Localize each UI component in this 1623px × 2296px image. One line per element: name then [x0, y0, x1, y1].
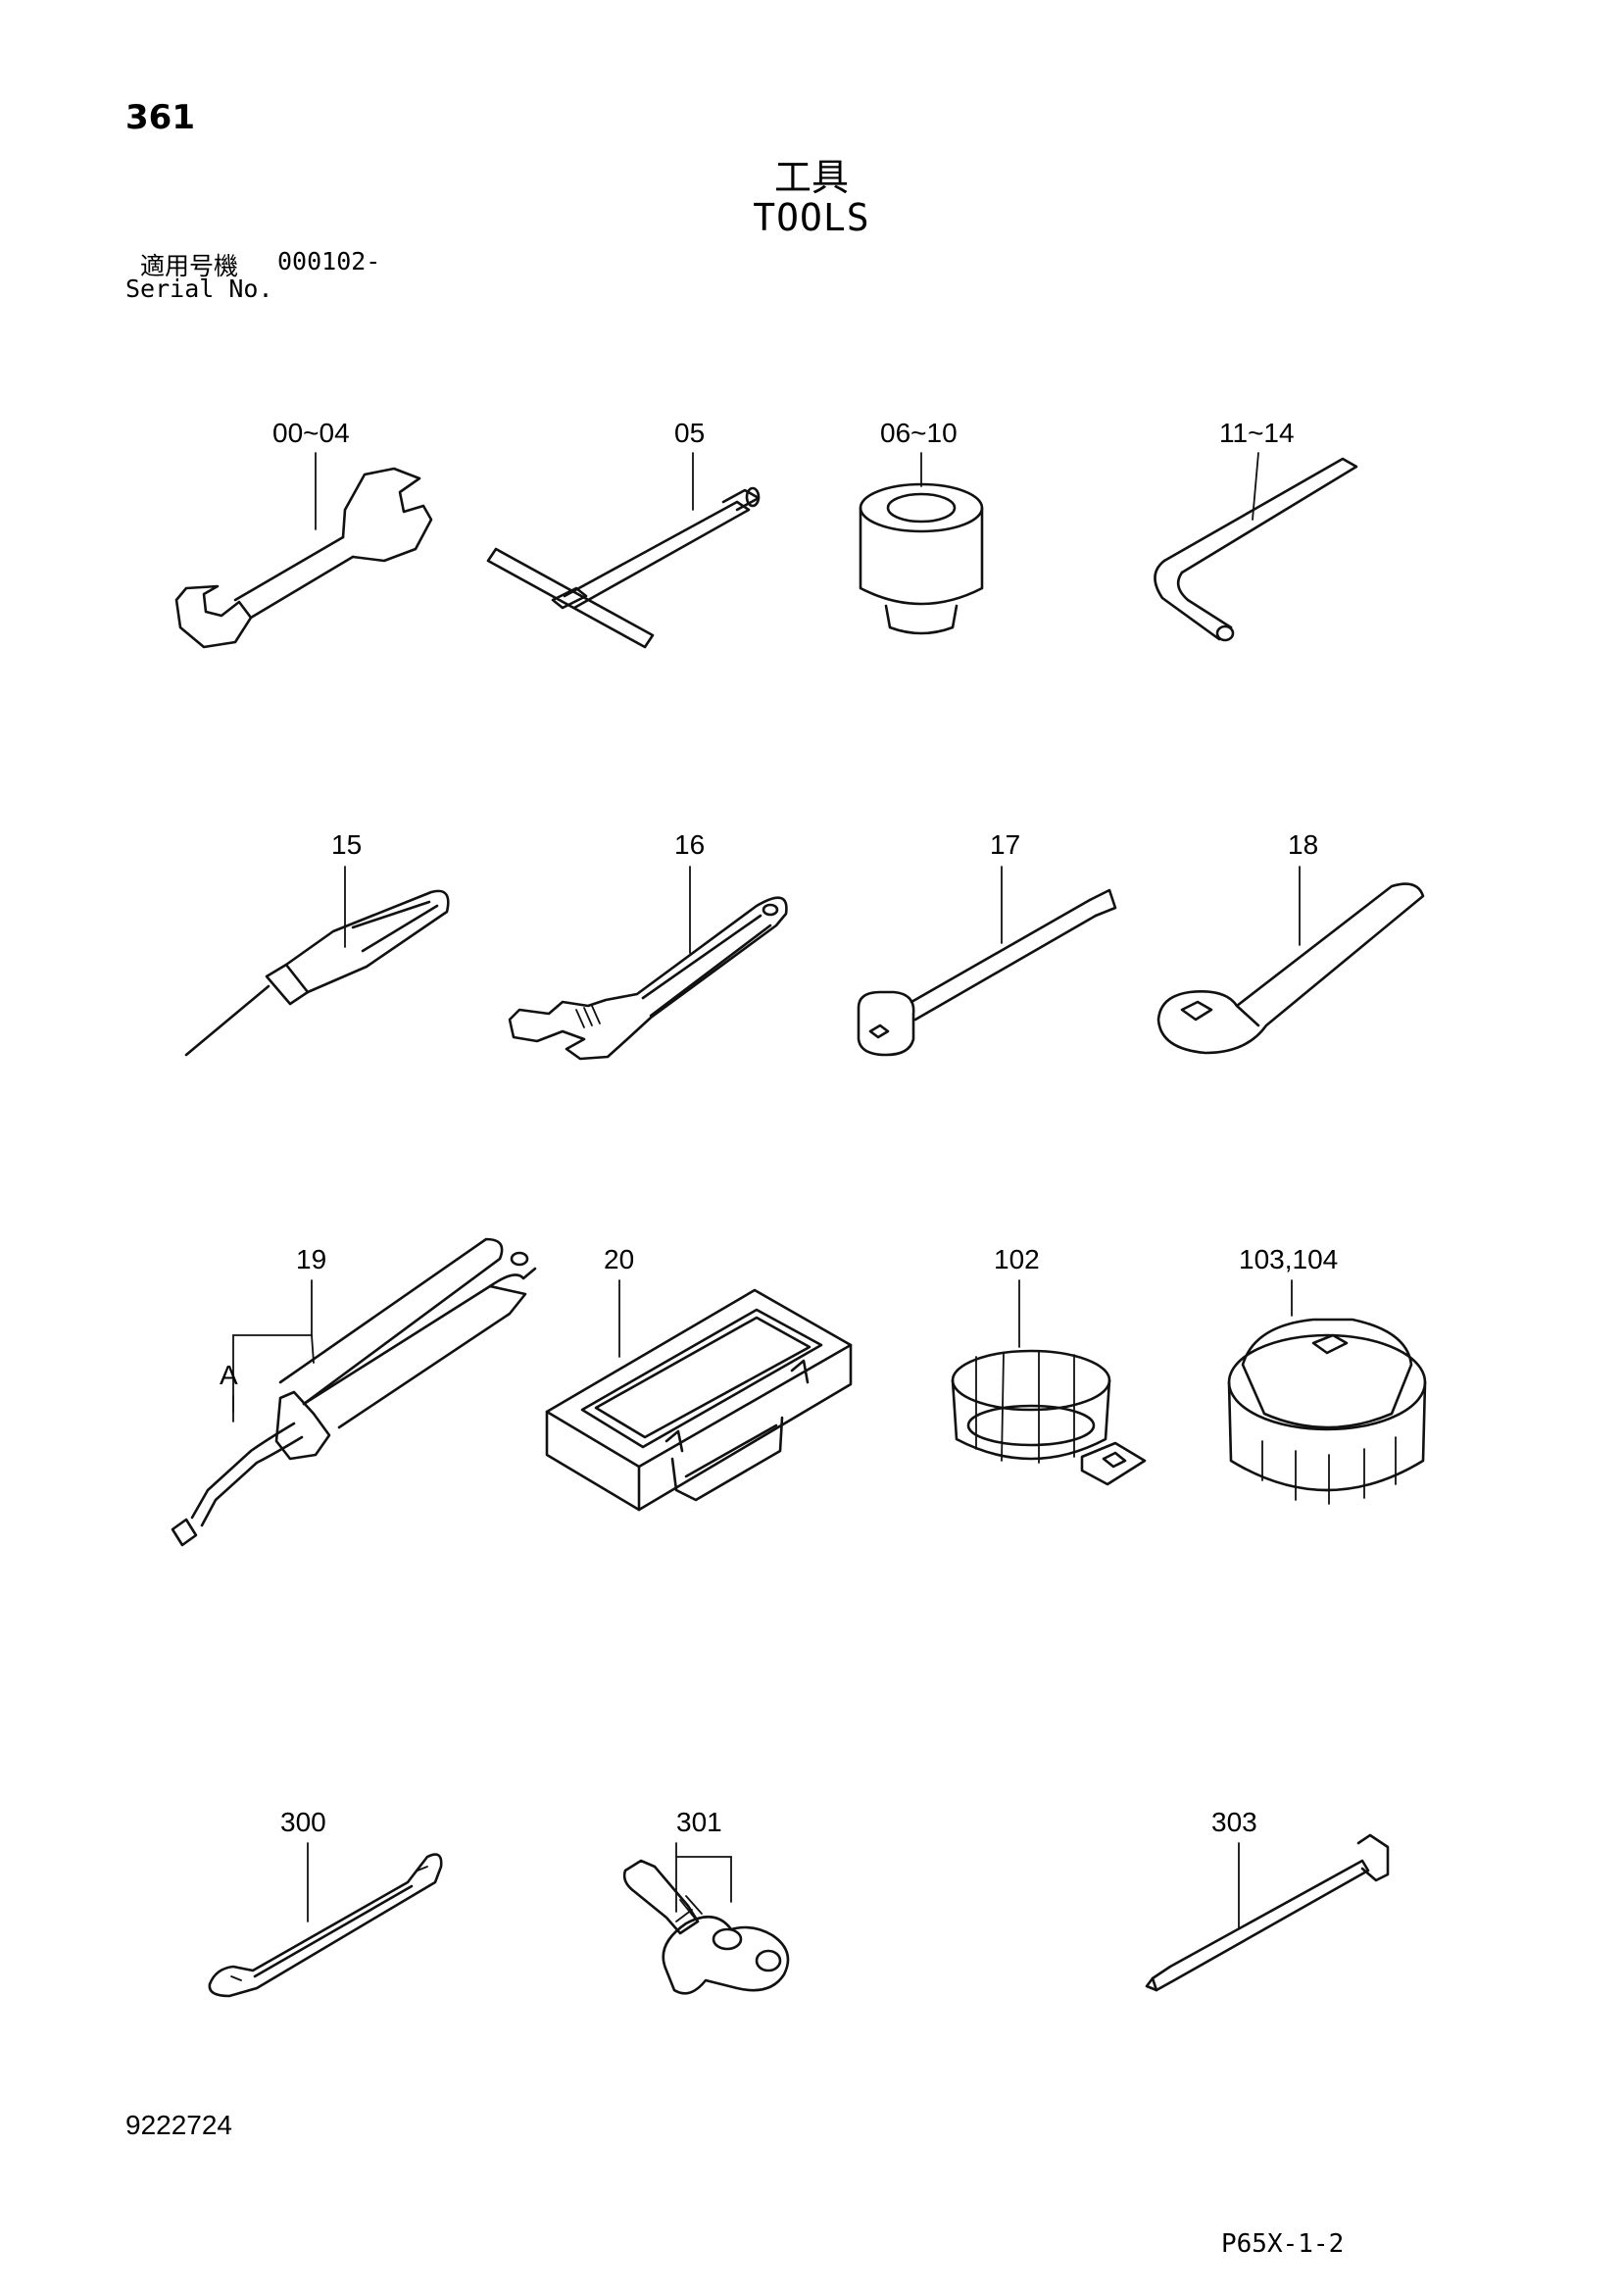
adjustable-wrench-icon: 16 — [508, 829, 788, 1061]
page-title: TOOLS — [753, 196, 870, 239]
extension-bar-icon: 17 — [857, 829, 1117, 1057]
hex-key-icon: 11~14 — [1154, 418, 1358, 642]
page-number: 361 — [125, 98, 195, 137]
part-label: 303 — [1211, 1807, 1257, 1837]
part-label: 20 — [604, 1244, 634, 1274]
part-label: 15 — [331, 829, 362, 860]
part-label: 11~14 — [1219, 418, 1295, 448]
page-title-japanese: 工具 — [773, 156, 849, 199]
t-handle-wrench-icon: 05 — [486, 418, 761, 649]
part-label: 17 — [990, 829, 1020, 860]
part-label: 301 — [676, 1807, 722, 1837]
filter-wrench-band-icon: 102 — [951, 1244, 1147, 1486]
part-label: 00~04 — [272, 418, 350, 448]
part-label: 06~10 — [880, 418, 958, 448]
part-label: 19 — [296, 1244, 326, 1274]
sheet-code: P65X-1-2 — [1221, 2229, 1345, 2259]
serial-label: Serial No. — [125, 275, 273, 303]
open-end-wrench-icon: 00~04 — [174, 418, 433, 649]
long-pin-icon: 303 — [1145, 1807, 1390, 1992]
part-label: 103,104 — [1239, 1244, 1338, 1274]
part-label: 300 — [280, 1807, 326, 1837]
filter-wrench-cap-icon: 103,104 — [1227, 1244, 1427, 1505]
serial-value: 000102- — [277, 247, 381, 275]
part-label: 18 — [1288, 829, 1318, 860]
callout-label: A — [220, 1360, 238, 1390]
socket-icon: 06~10 — [859, 418, 984, 635]
document-number: 9222724 — [125, 2110, 233, 2140]
part-label: 102 — [994, 1244, 1040, 1274]
double-end-tool-icon: 300 — [208, 1807, 443, 1998]
serial-label-japanese: 適用号機 — [140, 252, 239, 280]
part-label: 16 — [674, 829, 705, 860]
tool-box-icon: 20 — [545, 1244, 853, 1512]
screwdriver-icon: 15 — [184, 829, 450, 1057]
part-label: 05 — [674, 418, 705, 448]
shackle-icon: 301 — [622, 1807, 790, 1995]
ratchet-handle-icon: 18 — [1156, 829, 1425, 1055]
grease-gun-icon: 19 A — [171, 1237, 537, 1547]
